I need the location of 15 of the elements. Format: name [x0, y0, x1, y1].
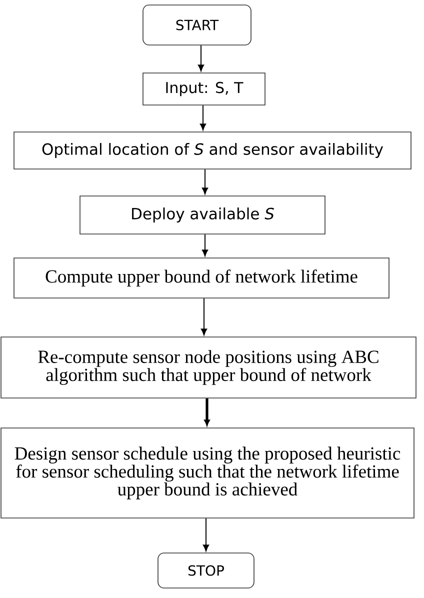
arrow [202, 168, 208, 194]
terminal-box: STOP [158, 552, 254, 588]
process-box: Re-compute sensor node positions using ABC algorithm such that upper bound of network [0, 336, 416, 398]
arrow [202, 234, 208, 256]
process-box: Optimal location of S and sensor availability [14, 132, 412, 170]
process-box: Compute upper bound of network lifetime [14, 258, 390, 298]
arrow [202, 518, 210, 552]
arrow [200, 298, 208, 336]
arrow [200, 104, 206, 130]
process-box: Input: S, T [142, 72, 266, 106]
arrow [198, 44, 204, 72]
terminal-box: START [142, 4, 252, 46]
process-box: Design sensor schedule using the proposed heuristic for sensor scheduling such that the network lifetime upper bound is achieved [0, 428, 414, 518]
process-box: Deploy available S [80, 196, 326, 234]
arrow [204, 398, 210, 426]
